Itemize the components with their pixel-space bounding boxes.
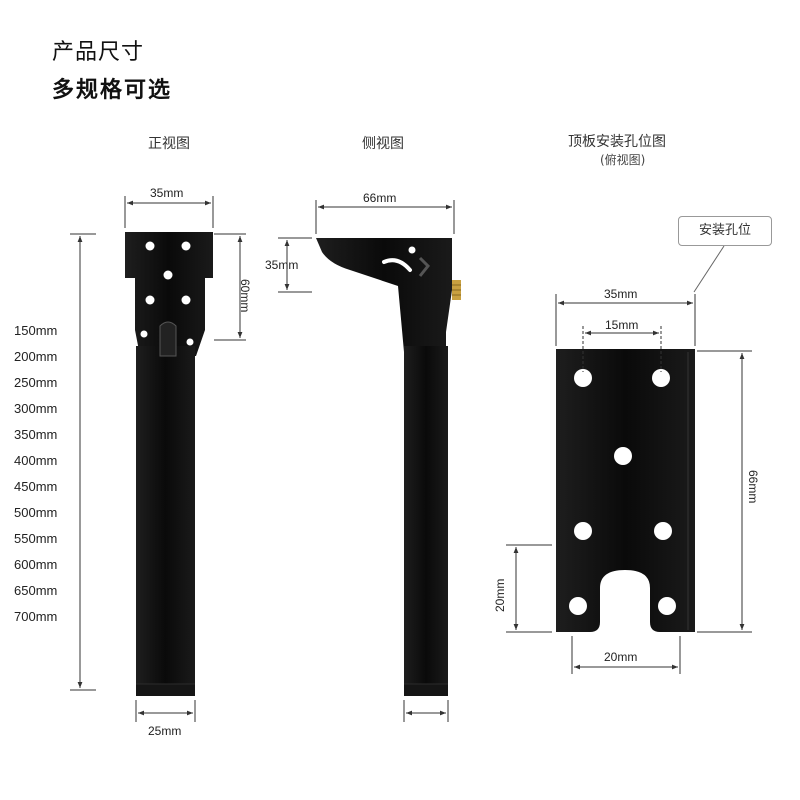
top-length-dimension	[697, 350, 752, 633]
mount-hole	[145, 295, 155, 305]
slot-width-dimension	[571, 636, 681, 674]
height-options-list: 150mm 200mm 250mm 300mm 350mm 400mm 450m…	[14, 322, 57, 634]
mount-hole	[181, 241, 191, 251]
mount-hole	[652, 369, 670, 387]
height-option: 500mm	[14, 505, 58, 520]
dim-top-length: 66mm	[746, 470, 760, 504]
height-option: 200mm	[14, 349, 58, 364]
top-plate	[556, 349, 695, 632]
mount-hole	[574, 522, 592, 540]
overall-height-dimension	[70, 233, 96, 691]
top-view-sublabel: (俯视图)	[600, 153, 646, 167]
dim-front-plate-height: 60mm	[238, 279, 252, 313]
dim-front-top-width: 35mm	[150, 186, 184, 200]
dim-slot-depth: 20mm	[493, 578, 507, 612]
height-option: 350mm	[14, 427, 58, 442]
dim-top-width: 35mm	[604, 287, 638, 301]
height-option: 250mm	[14, 375, 58, 390]
side-bottom-dimension	[403, 700, 449, 722]
height-option: 400mm	[14, 453, 58, 468]
height-option: 300mm	[14, 401, 58, 416]
hole-spacing-dimension	[582, 326, 662, 372]
dim-hole-spacing: 15mm	[605, 318, 639, 332]
mount-hole	[181, 295, 191, 305]
front-view-leg	[125, 232, 213, 696]
height-option: 450mm	[14, 479, 58, 494]
mount-hole-callout: 安装孔位	[678, 216, 772, 246]
front-plate-height-dimension	[214, 233, 246, 341]
mount-hole	[569, 597, 587, 615]
callout-leader	[693, 245, 725, 293]
front-view-label: 正视图	[148, 136, 190, 152]
height-option: 650mm	[14, 583, 58, 598]
side-height-dimension	[278, 237, 312, 293]
mount-hole	[145, 241, 155, 251]
side-view-leg	[316, 238, 461, 696]
mount-hole	[658, 597, 676, 615]
mount-hole	[163, 270, 173, 280]
mount-hole	[654, 522, 672, 540]
page-subtitle: 多规格可选	[52, 78, 173, 103]
mount-hole	[140, 330, 148, 338]
height-option: 550mm	[14, 531, 58, 546]
top-width-dimension	[555, 294, 696, 346]
dim-front-bottom-width: 25mm	[148, 724, 182, 738]
side-view-label: 侧视图	[362, 136, 404, 152]
dim-slot-width: 20mm	[604, 650, 638, 664]
height-option: 150mm	[14, 323, 58, 338]
mount-hole	[574, 369, 592, 387]
dim-side-width: 66mm	[363, 191, 397, 205]
mount-hole	[614, 447, 632, 465]
slot-depth-dimension	[506, 544, 552, 633]
height-option: 700mm	[14, 609, 58, 624]
front-top-width-dimension	[124, 196, 214, 228]
page-title: 产品尺寸	[52, 40, 145, 65]
height-option: 600mm	[14, 557, 58, 572]
side-width-dimension	[315, 200, 455, 234]
front-bottom-width-dimension	[135, 700, 196, 722]
dim-side-height: 35mm	[265, 258, 299, 272]
mount-hole	[186, 338, 194, 346]
top-view-label: 顶板安装孔位图	[568, 134, 666, 150]
